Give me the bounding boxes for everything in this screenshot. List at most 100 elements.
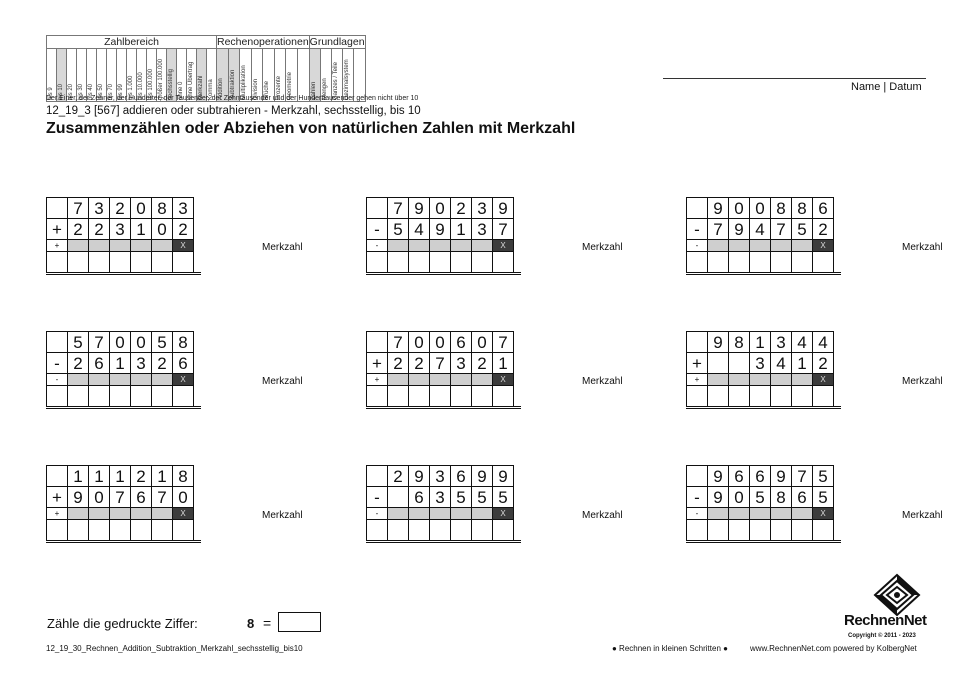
digit-cell: 3 bbox=[471, 218, 493, 240]
rechen-col-6: Geometrie bbox=[285, 48, 299, 102]
operator-cell bbox=[686, 465, 708, 487]
result-input-cell[interactable] bbox=[130, 519, 152, 541]
result-input-cell[interactable] bbox=[408, 251, 430, 273]
result-input-cell[interactable] bbox=[749, 385, 771, 407]
result-input-cell[interactable] bbox=[749, 251, 771, 273]
result-lead-cell bbox=[46, 251, 68, 273]
result-input-cell[interactable] bbox=[151, 251, 173, 273]
result-input-cell[interactable] bbox=[88, 251, 110, 273]
count-task-label: Zähle die gedruckte Ziffer: bbox=[47, 616, 198, 631]
digit-cell: 7 bbox=[791, 465, 813, 487]
result-input-cell[interactable] bbox=[707, 519, 729, 541]
result-input-cell[interactable] bbox=[88, 519, 110, 541]
digit-cell: 9 bbox=[707, 331, 729, 353]
column-label: Division bbox=[252, 78, 259, 100]
result-lead-cell bbox=[366, 519, 388, 541]
result-input-cell[interactable] bbox=[450, 519, 472, 541]
result-input-cell[interactable] bbox=[770, 251, 792, 273]
result-input-cell[interactable] bbox=[812, 385, 834, 407]
result-input-cell[interactable] bbox=[109, 385, 131, 407]
result-input-cell[interactable] bbox=[791, 385, 813, 407]
result-input-cell[interactable] bbox=[67, 519, 89, 541]
result-input-cell[interactable] bbox=[450, 385, 472, 407]
result-input-cell[interactable] bbox=[67, 251, 89, 273]
operator-cell: + bbox=[686, 352, 708, 374]
operator-cell bbox=[46, 465, 68, 487]
result-input-cell[interactable] bbox=[728, 251, 750, 273]
digit-cell: 8 bbox=[770, 486, 792, 508]
zahlbereich-col-14: ohne Übertrag bbox=[186, 48, 197, 102]
result-input-cell[interactable] bbox=[707, 385, 729, 407]
result-input-cell[interactable] bbox=[408, 385, 430, 407]
result-input-cell[interactable] bbox=[151, 385, 173, 407]
result-row bbox=[686, 385, 841, 409]
result-input-cell[interactable] bbox=[172, 251, 194, 273]
result-input-cell[interactable] bbox=[791, 251, 813, 273]
digit-cell: 1 bbox=[109, 352, 131, 374]
result-input-cell[interactable] bbox=[387, 519, 409, 541]
digit-cell: 3 bbox=[88, 197, 110, 219]
spacer-col bbox=[353, 48, 366, 102]
digit-cell: 5 bbox=[492, 486, 514, 508]
result-input-cell[interactable] bbox=[429, 519, 451, 541]
result-input-cell[interactable] bbox=[130, 251, 152, 273]
page-title: Zusammenzählen oder Abziehen von natürli… bbox=[46, 120, 576, 137]
zahlbereich-col-4: bis 40 bbox=[86, 48, 97, 102]
carry-row: +X bbox=[46, 239, 201, 252]
result-input-cell[interactable] bbox=[812, 251, 834, 273]
result-input-cell[interactable] bbox=[471, 251, 493, 273]
column-label: Dezimalsystem bbox=[344, 59, 351, 100]
result-input-cell[interactable] bbox=[130, 385, 152, 407]
result-input-cell[interactable] bbox=[812, 519, 834, 541]
result-input-cell[interactable] bbox=[492, 519, 514, 541]
result-input-cell[interactable] bbox=[770, 385, 792, 407]
result-input-cell[interactable] bbox=[749, 519, 771, 541]
result-input-cell[interactable] bbox=[387, 251, 409, 273]
result-input-cell[interactable] bbox=[408, 519, 430, 541]
result-input-cell[interactable] bbox=[151, 519, 173, 541]
result-input-cell[interactable] bbox=[429, 385, 451, 407]
digit-cell bbox=[728, 352, 750, 374]
digit-cell: 8 bbox=[151, 197, 173, 219]
result-input-cell[interactable] bbox=[492, 385, 514, 407]
result-input-cell[interactable] bbox=[707, 251, 729, 273]
digit-cell: 0 bbox=[408, 331, 430, 353]
digit-cell: 1 bbox=[791, 352, 813, 374]
grund-col-1: Mengen bbox=[319, 48, 333, 102]
merkzahl-label: Merkzahl bbox=[902, 242, 943, 253]
result-input-cell[interactable] bbox=[109, 251, 131, 273]
result-input-cell[interactable] bbox=[492, 251, 514, 273]
result-input-cell[interactable] bbox=[429, 251, 451, 273]
result-input-cell[interactable] bbox=[770, 519, 792, 541]
operator-cell: - bbox=[46, 352, 68, 374]
result-input-cell[interactable] bbox=[471, 519, 493, 541]
digit-cell: 0 bbox=[130, 197, 152, 219]
result-input-cell[interactable] bbox=[728, 385, 750, 407]
digit-cell: 5 bbox=[67, 331, 89, 353]
carry-row: +X bbox=[46, 507, 201, 520]
result-input-cell[interactable] bbox=[471, 385, 493, 407]
digit-cell: 7 bbox=[492, 218, 514, 240]
carry-row: -X bbox=[686, 507, 841, 520]
digit-cell: 7 bbox=[429, 352, 451, 374]
result-input-cell[interactable] bbox=[728, 519, 750, 541]
result-input-cell[interactable] bbox=[172, 519, 194, 541]
count-answer-box[interactable] bbox=[278, 612, 321, 632]
result-input-cell[interactable] bbox=[450, 251, 472, 273]
result-input-cell[interactable] bbox=[387, 385, 409, 407]
result-input-cell[interactable] bbox=[67, 385, 89, 407]
digit-cell: 5 bbox=[387, 218, 409, 240]
digit-cell: 3 bbox=[429, 486, 451, 508]
result-input-cell[interactable] bbox=[109, 519, 131, 541]
digit-cell: 7 bbox=[88, 331, 110, 353]
result-input-cell[interactable] bbox=[88, 385, 110, 407]
result-input-cell[interactable] bbox=[172, 385, 194, 407]
rechen-col-4: Brüche bbox=[262, 48, 275, 102]
digit-cell: 2 bbox=[812, 218, 834, 240]
result-input-cell[interactable] bbox=[791, 519, 813, 541]
logo-text: RechnenNet bbox=[844, 612, 927, 629]
